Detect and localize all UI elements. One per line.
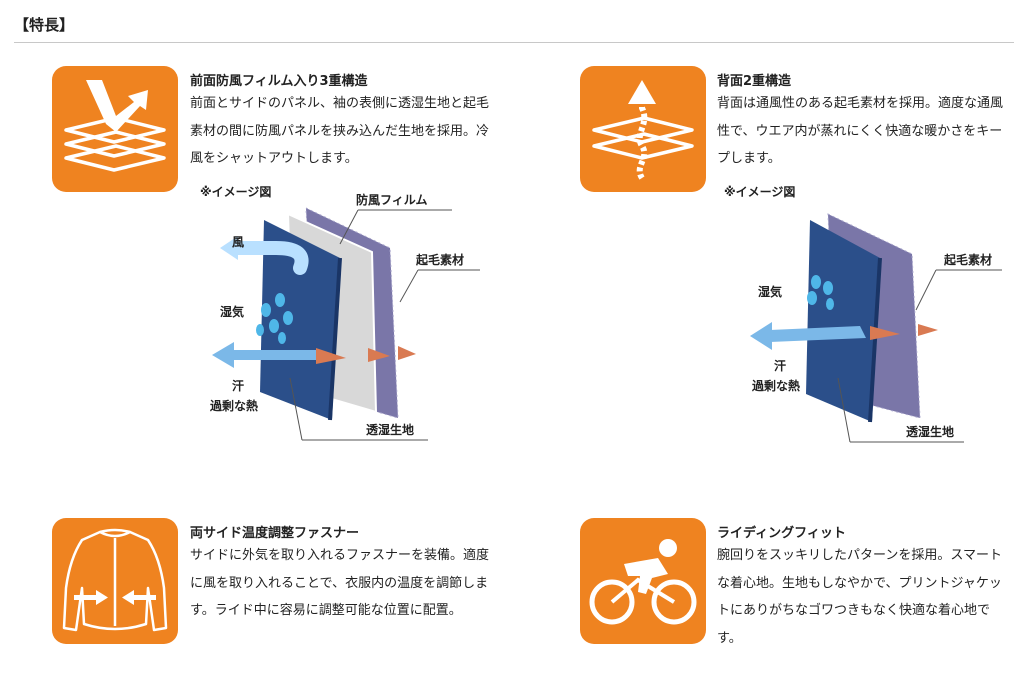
diagram-note: ※イメージ図 (200, 185, 271, 199)
back-layer-diagram: ※イメージ図 湿気 汗 過剰な熱 起毛素材 透湿生地 (720, 178, 1020, 462)
front-layer-diagram: ※イメージ図 風 湿気 汗 過剰な熱 防風フィルム 起毛素材 (190, 178, 490, 462)
feature-title: ライディングフィット (717, 526, 846, 541)
wind-label: 風 (232, 235, 244, 249)
feature-description: 前面とサイドのパネル、袖の表側に透湿生地と起毛素材の間に防風パネルを挟み込んだ生… (190, 96, 490, 166)
feature-title: 両サイド温度調整ファスナー (190, 526, 360, 541)
fabric-layer (806, 220, 880, 422)
sweat-label: 汗 (774, 358, 786, 373)
section-divider (14, 42, 1014, 43)
layers-arrow-icon (52, 66, 178, 192)
fleece-label: 起毛素材 (415, 252, 464, 267)
moisture-label: 湿気 (220, 304, 244, 319)
feature-title: 背面2重構造 (717, 74, 792, 89)
moisture-label: 湿気 (758, 284, 782, 299)
heat-label: 過剰な熱 (751, 378, 800, 393)
sweat-label: 汗 (232, 378, 244, 393)
fabric-layer (260, 220, 340, 420)
section-title: 【特長】 (14, 16, 75, 34)
jacket-vent-icon (52, 518, 178, 644)
feature-title: 前面防風フィルム入り3重構造 (190, 74, 368, 89)
heat-label: 過剰な熱 (209, 398, 258, 413)
cyclist-icon (580, 518, 706, 644)
fabric-label: 透湿生地 (906, 424, 954, 439)
feature-description: 背面は通風性のある起毛素材を採用。適度な通風性で、ウエア内が蒸れにくく快適な暖か… (717, 96, 1004, 166)
fabric-label: 透湿生地 (366, 422, 414, 437)
breathable-layers-icon (580, 66, 706, 192)
feature-description: サイドに外気を取り入れるファスナーを装備。適度に風を取り入れることで、衣服内の温… (190, 548, 490, 618)
fleece-label: 起毛素材 (943, 252, 992, 267)
film-label: 防風フィルム (356, 192, 428, 207)
feature-description: 腕回りをスッキリしたパターンを採用。スマートな着心地。生地もしなやかで、プリント… (717, 548, 1002, 646)
diagram-note: ※イメージ図 (724, 185, 795, 199)
